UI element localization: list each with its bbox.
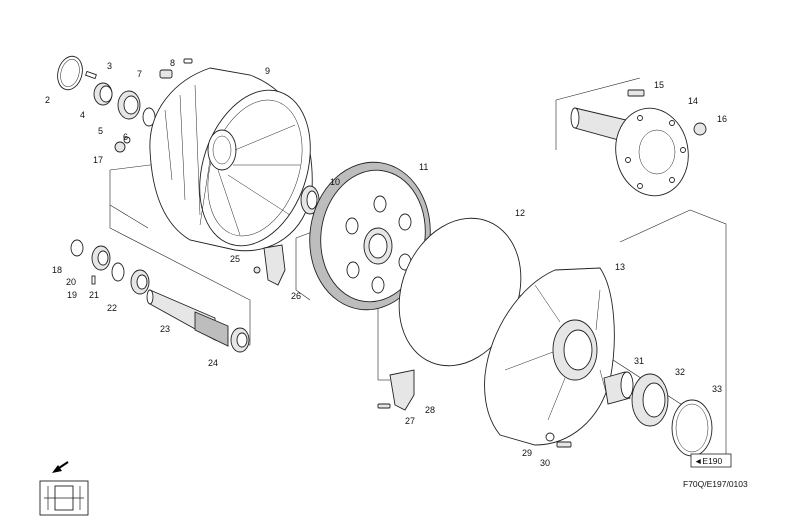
label-32: 32 [675, 367, 685, 377]
label-18: 18 [52, 265, 62, 275]
label-26: 26 [291, 291, 301, 301]
label-19: 19 [67, 290, 77, 300]
part-16-nut[interactable] [693, 122, 707, 136]
part-9-housing[interactable] [149, 67, 329, 260]
label-7: 7 [137, 69, 142, 79]
label-10: 10 [330, 177, 340, 187]
label-16: 16 [717, 114, 727, 124]
label-24: 24 [208, 358, 218, 368]
label-27: 27 [405, 416, 415, 426]
label-5: 5 [98, 126, 103, 136]
section-view-icon[interactable] [39, 480, 89, 516]
part-26-bracket[interactable] [263, 244, 286, 286]
label-31: 31 [634, 356, 644, 366]
part-number-labels: 2 3 4 5 6 7 8 9 10 11 12 13 14 15 16 17 … [45, 58, 727, 468]
part-24-bearing[interactable] [230, 327, 250, 353]
label-17: 17 [93, 155, 103, 165]
part-11-gear[interactable] [300, 154, 439, 317]
part-18-ring[interactable] [70, 239, 84, 257]
part-5-bearing[interactable] [117, 90, 156, 127]
part-23-pinion-shaft[interactable] [146, 289, 229, 347]
drawing-code: F70Q/E197/0103 [683, 479, 748, 489]
part-25-screw[interactable] [253, 266, 261, 274]
part-21-snap-ring[interactable] [111, 262, 125, 282]
part-2-oring[interactable] [54, 53, 86, 92]
part-30-bolt[interactable] [556, 441, 572, 448]
part-28-bracket[interactable] [389, 369, 415, 411]
part-6-nut[interactable] [123, 136, 131, 144]
part-32-bearing[interactable] [631, 373, 669, 427]
label-11: 11 [419, 162, 428, 172]
label-4: 4 [80, 110, 85, 120]
ref-tag-box[interactable]: ◄E190 [690, 453, 732, 468]
label-6: 6 [123, 132, 128, 142]
label-33: 33 [712, 384, 722, 394]
label-13: 13 [615, 262, 625, 272]
part-33-seal[interactable] [671, 399, 713, 457]
ref-tag-text: ◄E190 [694, 456, 723, 466]
part-14-hub-shaft[interactable] [570, 102, 695, 201]
part-3-screw[interactable] [85, 70, 97, 80]
part-15-bolt[interactable] [627, 89, 645, 97]
part-8-pin[interactable] [183, 58, 193, 64]
label-23: 23 [160, 324, 170, 334]
label-30: 30 [540, 458, 550, 468]
label-29: 29 [522, 448, 532, 458]
part-19-pin[interactable] [91, 275, 96, 285]
label-20: 20 [66, 277, 76, 287]
label-12: 12 [515, 208, 525, 218]
part-4-cap[interactable] [93, 82, 113, 106]
part-27-screw[interactable] [377, 403, 391, 409]
view-direction-arrow-icon [52, 461, 69, 473]
label-9: 9 [265, 66, 270, 76]
part-29-washer[interactable] [545, 432, 555, 442]
label-15: 15 [654, 80, 664, 90]
label-21: 21 [89, 290, 99, 300]
part-7-plug[interactable] [159, 69, 173, 79]
label-25: 25 [230, 254, 240, 264]
part-17-bolt[interactable] [114, 141, 126, 153]
part-13-cover[interactable] [484, 267, 615, 446]
part-20-bearing[interactable] [91, 245, 111, 271]
label-8: 8 [170, 58, 175, 68]
label-3: 3 [107, 61, 112, 71]
label-28: 28 [425, 405, 435, 415]
label-2: 2 [45, 95, 50, 105]
part-31-sleeve[interactable] [603, 371, 634, 405]
label-14: 14 [688, 96, 698, 106]
part-22-bearing[interactable] [130, 269, 150, 295]
label-22: 22 [107, 303, 117, 313]
